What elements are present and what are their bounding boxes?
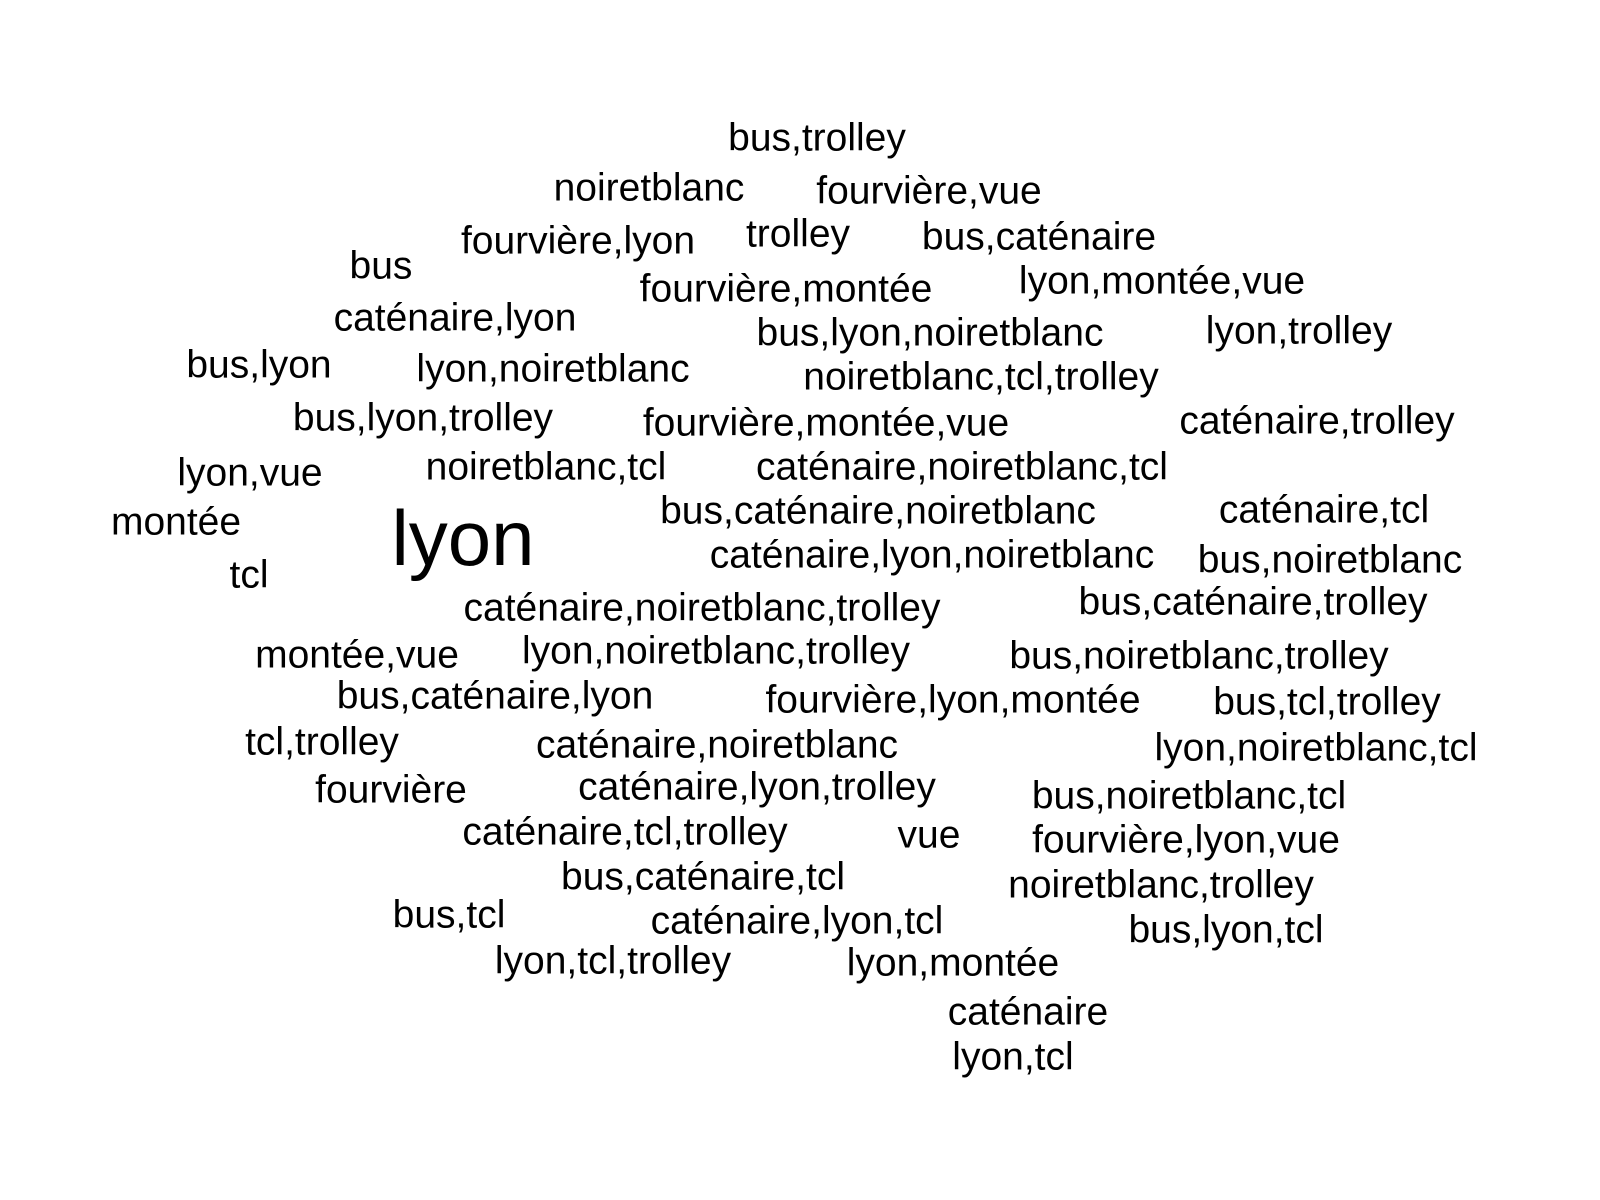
- word-montee-vue: montée,vue: [255, 633, 459, 677]
- word-bus-tcl: bus,tcl: [392, 893, 506, 937]
- word-lyon-trolley: lyon,trolley: [1205, 309, 1393, 353]
- word-catenaire-lyon-tcl: caténaire,lyon,tcl: [650, 899, 944, 943]
- word-catenaire-tcl-trolley: caténaire,tcl,trolley: [462, 810, 788, 854]
- word-catenaire: caténaire: [947, 990, 1109, 1034]
- word-catenaire-lyon-trolley: caténaire,lyon,trolley: [578, 765, 936, 809]
- word-noiretblanc-tcl: noiretblanc,tcl: [425, 445, 667, 489]
- word-catenaire-noiretblanc-trolley: caténaire,noiretblanc,trolley: [463, 586, 941, 630]
- word-bus-catenaire-trolley: bus,caténaire,trolley: [1078, 580, 1428, 624]
- word-fourviere-vue: fourvière,vue: [816, 169, 1042, 213]
- word-bus-catenaire-lyon: bus,caténaire,lyon: [336, 674, 654, 718]
- word-lyon-noiretblanc: lyon,noiretblanc: [416, 347, 690, 391]
- word-bus-catenaire: bus,caténaire: [921, 215, 1157, 259]
- word-bus-lyon-trolley: bus,lyon,trolley: [292, 396, 554, 440]
- word-catenaire-noiretblanc-tcl: caténaire,noiretblanc,tcl: [756, 445, 1168, 489]
- word-bus: bus: [349, 244, 413, 288]
- word-tcl: tcl: [229, 553, 269, 597]
- word-bus-catenaire-tcl: bus,caténaire,tcl: [561, 855, 845, 899]
- word-lyon-montee: lyon,montée: [846, 941, 1060, 985]
- word-lyon-tcl-trolley: lyon,tcl,trolley: [494, 939, 732, 983]
- word-vue: vue: [897, 813, 961, 857]
- word-fourviere: fourvière: [315, 768, 467, 812]
- word-noiretblanc-tcl-trolley: noiretblanc,tcl,trolley: [803, 355, 1159, 399]
- word-tcl-trolley: tcl,trolley: [245, 720, 399, 764]
- word-bus-lyon-noiretblanc: bus,lyon,noiretblanc: [756, 311, 1104, 355]
- word-trolley: trolley: [745, 212, 851, 256]
- word-bus-noiretblanc: bus,noiretblanc: [1197, 538, 1463, 582]
- word-catenaire-lyon-noiretblanc: caténaire,lyon,noiretblanc: [709, 533, 1155, 577]
- word-noiretblanc-trolley: noiretblanc,trolley: [1008, 863, 1314, 907]
- word-bus-tcl-trolley: bus,tcl,trolley: [1213, 680, 1441, 724]
- word-fourviere-lyon: fourvière,lyon: [460, 219, 696, 263]
- word-bus-lyon-tcl: bus,lyon,tcl: [1128, 908, 1324, 952]
- word-lyon-tcl: lyon,tcl: [952, 1035, 1074, 1079]
- word-noiretblanc: noiretblanc: [553, 166, 745, 210]
- word-bus-lyon: bus,lyon: [186, 343, 332, 387]
- word-catenaire-trolley: caténaire,trolley: [1179, 399, 1455, 443]
- word-catenaire-tcl: caténaire,tcl: [1218, 488, 1430, 532]
- word-bus-noiretblanc-tcl: bus,noiretblanc,tcl: [1031, 774, 1347, 818]
- word-bus-trolley: bus,trolley: [728, 116, 906, 160]
- word-fourviere-montee-vue: fourvière,montée,vue: [642, 401, 1010, 445]
- word-bus-noiretblanc-trolley: bus,noiretblanc,trolley: [1009, 634, 1389, 678]
- word-catenaire-noiretblanc: caténaire,noiretblanc: [535, 723, 899, 767]
- word-bus-catenaire-noiretblanc: bus,caténaire,noiretblanc: [660, 489, 1096, 533]
- word-lyon-noiretblanc-tcl: lyon,noiretblanc,tcl: [1154, 726, 1478, 770]
- word-lyon-vue: lyon,vue: [177, 451, 323, 495]
- word-fourviere-lyon-montee: fourvière,lyon,montée: [765, 678, 1141, 722]
- word-fourviere-montee: fourvière,montée: [639, 267, 933, 311]
- word-fourviere-lyon-vue: fourvière,lyon,vue: [1032, 818, 1340, 862]
- word-lyon-montee-vue: lyon,montée,vue: [1018, 259, 1306, 303]
- word-catenaire-lyon: caténaire,lyon: [333, 296, 577, 340]
- word-lyon: lyon: [391, 494, 535, 582]
- word-montee: montée: [110, 500, 242, 544]
- word-lyon-noiretblanc-trolley: lyon,noiretblanc,trolley: [521, 629, 911, 673]
